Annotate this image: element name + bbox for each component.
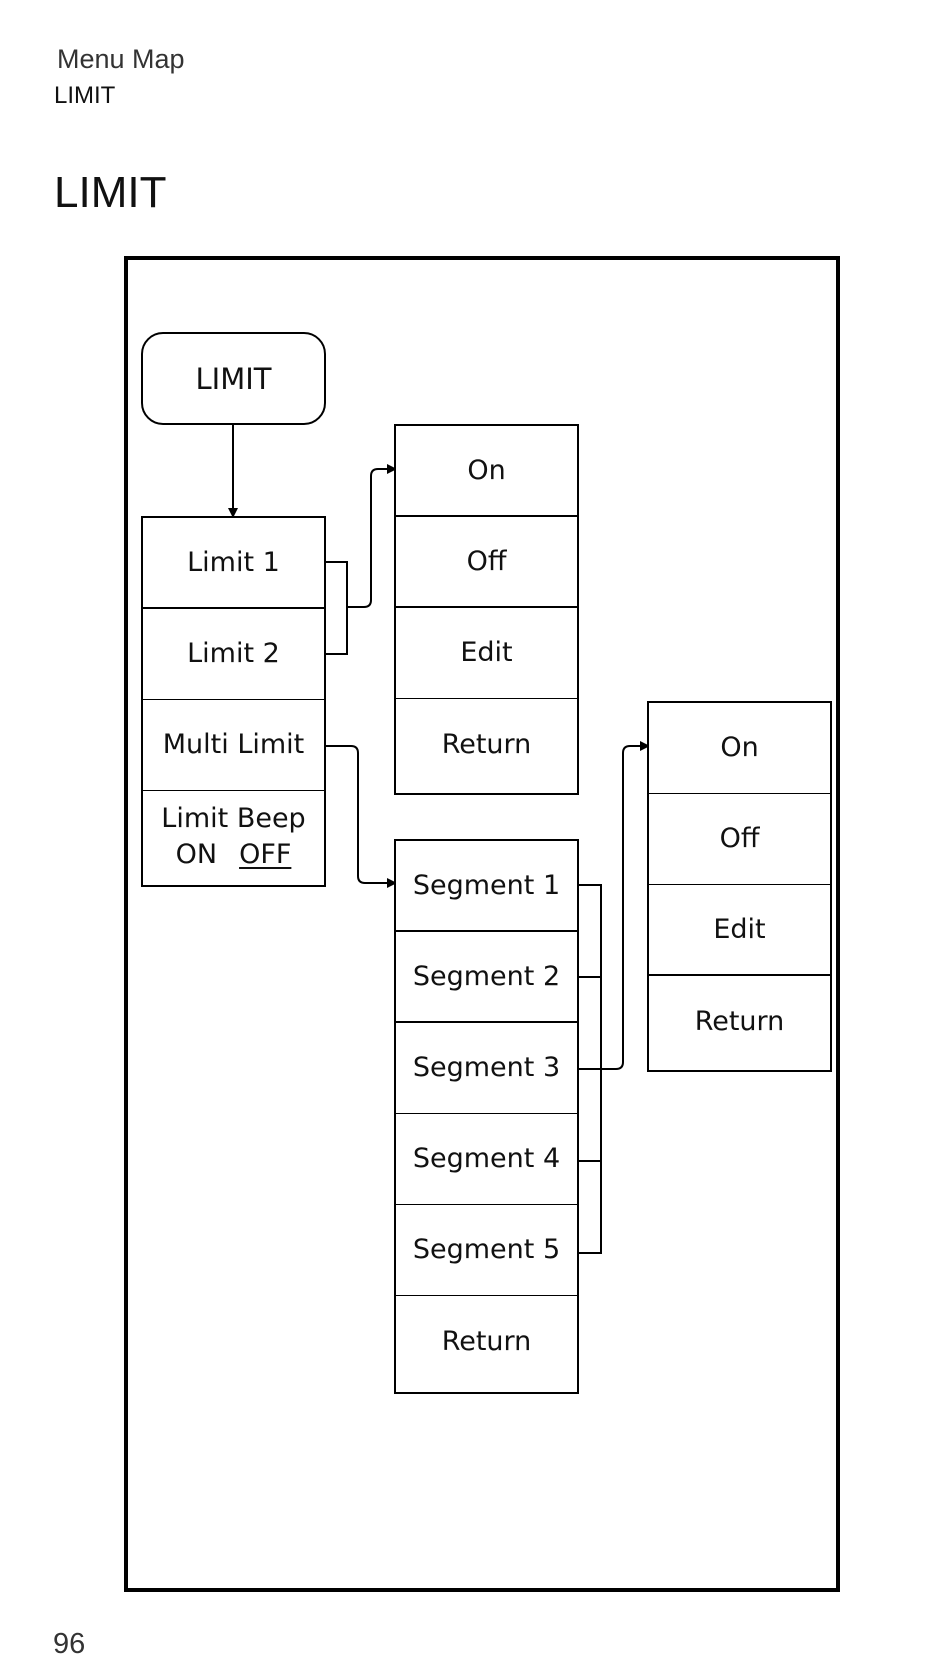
segment-submenu-return[interactable]: Return <box>649 976 830 1067</box>
limit-submenu-on[interactable]: On <box>396 426 577 517</box>
menu-item-multi-limit[interactable]: Multi Limit <box>143 700 324 791</box>
limit-submenu-edit[interactable]: Edit <box>396 608 577 699</box>
limit-submenu-return[interactable]: Return <box>396 699 577 790</box>
page-title: LIMIT <box>54 168 167 217</box>
segment-submenu-off[interactable]: Off <box>649 794 830 885</box>
header-topic: LIMIT <box>54 82 116 109</box>
segment-4-item[interactable]: Segment 4 <box>396 1114 577 1205</box>
limit-beep-off-option: OFF <box>239 838 292 870</box>
menu-item-limit-beep[interactable]: Limit Beep ON OFF <box>143 791 324 882</box>
header-section-title: Menu Map <box>57 44 185 74</box>
segments-return-item[interactable]: Return <box>396 1296 577 1387</box>
main-menu-column: Limit 1 Limit 2 Multi Limit Limit Beep O… <box>141 516 326 887</box>
limit-beep-on-option: ON <box>175 838 218 870</box>
segment-5-item[interactable]: Segment 5 <box>396 1205 577 1296</box>
segment-submenu-on[interactable]: On <box>649 703 830 794</box>
limit-submenu-column: On Off Edit Return <box>394 424 579 795</box>
segment-3-item[interactable]: Segment 3 <box>396 1023 577 1114</box>
segment-submenu-column: On Off Edit Return <box>647 701 832 1072</box>
multi-limit-submenu-column: Segment 1 Segment 2 Segment 3 Segment 4 … <box>394 839 579 1394</box>
root-menu-limit[interactable]: LIMIT <box>141 332 326 425</box>
menu-item-limit-2[interactable]: Limit 2 <box>143 609 324 700</box>
limit-submenu-off[interactable]: Off <box>396 517 577 608</box>
segment-2-item[interactable]: Segment 2 <box>396 932 577 1023</box>
segment-submenu-edit[interactable]: Edit <box>649 885 830 976</box>
menu-item-limit-1[interactable]: Limit 1 <box>143 518 324 609</box>
limit-beep-label: Limit Beep <box>161 802 306 834</box>
segment-1-item[interactable]: Segment 1 <box>396 841 577 932</box>
menu-map-frame <box>124 256 840 1592</box>
page-number: 96 <box>53 1628 86 1660</box>
